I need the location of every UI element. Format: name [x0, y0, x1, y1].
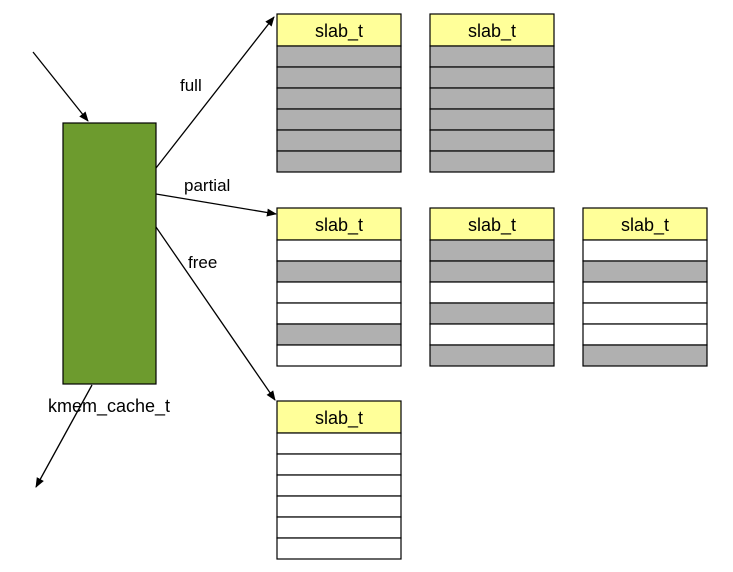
slab-object-free — [429, 281, 555, 304]
slab-header — [429, 207, 555, 241]
slab-object-used — [276, 150, 402, 173]
slab-layer: slab_t slab_t slab_t slab_t slab_t slab_t — [276, 13, 708, 560]
free-slab-1: slab_t — [276, 400, 402, 560]
slab-object-used — [429, 150, 555, 173]
slab-title: slab_t — [621, 215, 669, 236]
slab-object-used — [276, 260, 402, 283]
full-slab-2: slab_t — [429, 13, 555, 173]
slab-object-used — [429, 344, 555, 367]
slab-object-free — [276, 537, 402, 560]
slab-title: slab_t — [468, 21, 516, 42]
slab-title: slab_t — [315, 215, 363, 236]
slab-object-used — [582, 344, 708, 367]
slab-object-used — [276, 129, 402, 152]
slab-object-free — [276, 239, 402, 262]
partial-list-label: partial — [184, 176, 230, 195]
slab-object-used — [429, 260, 555, 283]
slab-title: slab_t — [315, 408, 363, 429]
slab-header — [582, 207, 708, 241]
full-slab-1: slab_t — [276, 13, 402, 173]
slab-object-used — [276, 108, 402, 131]
slab-object-free — [582, 302, 708, 325]
slab-object-free — [582, 323, 708, 346]
incoming-arrow — [32, 51, 89, 122]
partial-list-arrow — [155, 193, 277, 217]
partial-slab-3: slab_t — [582, 207, 708, 367]
free-list-arrow — [155, 226, 276, 401]
slab-title: slab_t — [468, 215, 516, 236]
slab-object-used — [276, 45, 402, 68]
slab-object-used — [276, 66, 402, 89]
slab-object-used — [429, 87, 555, 110]
slab-header — [276, 400, 402, 434]
slab-object-used — [429, 129, 555, 152]
slab-object-free — [582, 239, 708, 262]
partial-slab-1: slab_t — [276, 207, 402, 367]
slab-object-used — [429, 302, 555, 325]
partial-slab-2: slab_t — [429, 207, 555, 367]
kmem-cache-label: kmem_cache_t — [48, 396, 170, 417]
slab-object-used — [582, 260, 708, 283]
free-list-label: free — [188, 253, 217, 272]
outgoing-arrow — [35, 384, 93, 488]
full-list-arrow — [155, 16, 275, 169]
slab-object-free — [276, 344, 402, 367]
slab-object-free — [276, 453, 402, 476]
slab-object-free — [276, 281, 402, 304]
slab-object-used — [429, 108, 555, 131]
slab-header — [276, 207, 402, 241]
full-list-label: full — [180, 76, 202, 95]
slab-object-used — [429, 45, 555, 68]
slab-object-used — [429, 239, 555, 262]
slab-object-used — [276, 87, 402, 110]
slab-object-free — [582, 281, 708, 304]
slab-header — [429, 13, 555, 47]
slab-object-free — [276, 474, 402, 497]
slab-object-free — [276, 516, 402, 539]
slab-title: slab_t — [315, 21, 363, 42]
kmem-cache-block — [62, 122, 157, 385]
slab-object-free — [276, 432, 402, 455]
slab-object-free — [276, 495, 402, 518]
slab-object-free — [276, 302, 402, 325]
slab-object-used — [429, 66, 555, 89]
slab-header — [276, 13, 402, 47]
slab-object-used — [276, 323, 402, 346]
slab-object-free — [429, 323, 555, 346]
